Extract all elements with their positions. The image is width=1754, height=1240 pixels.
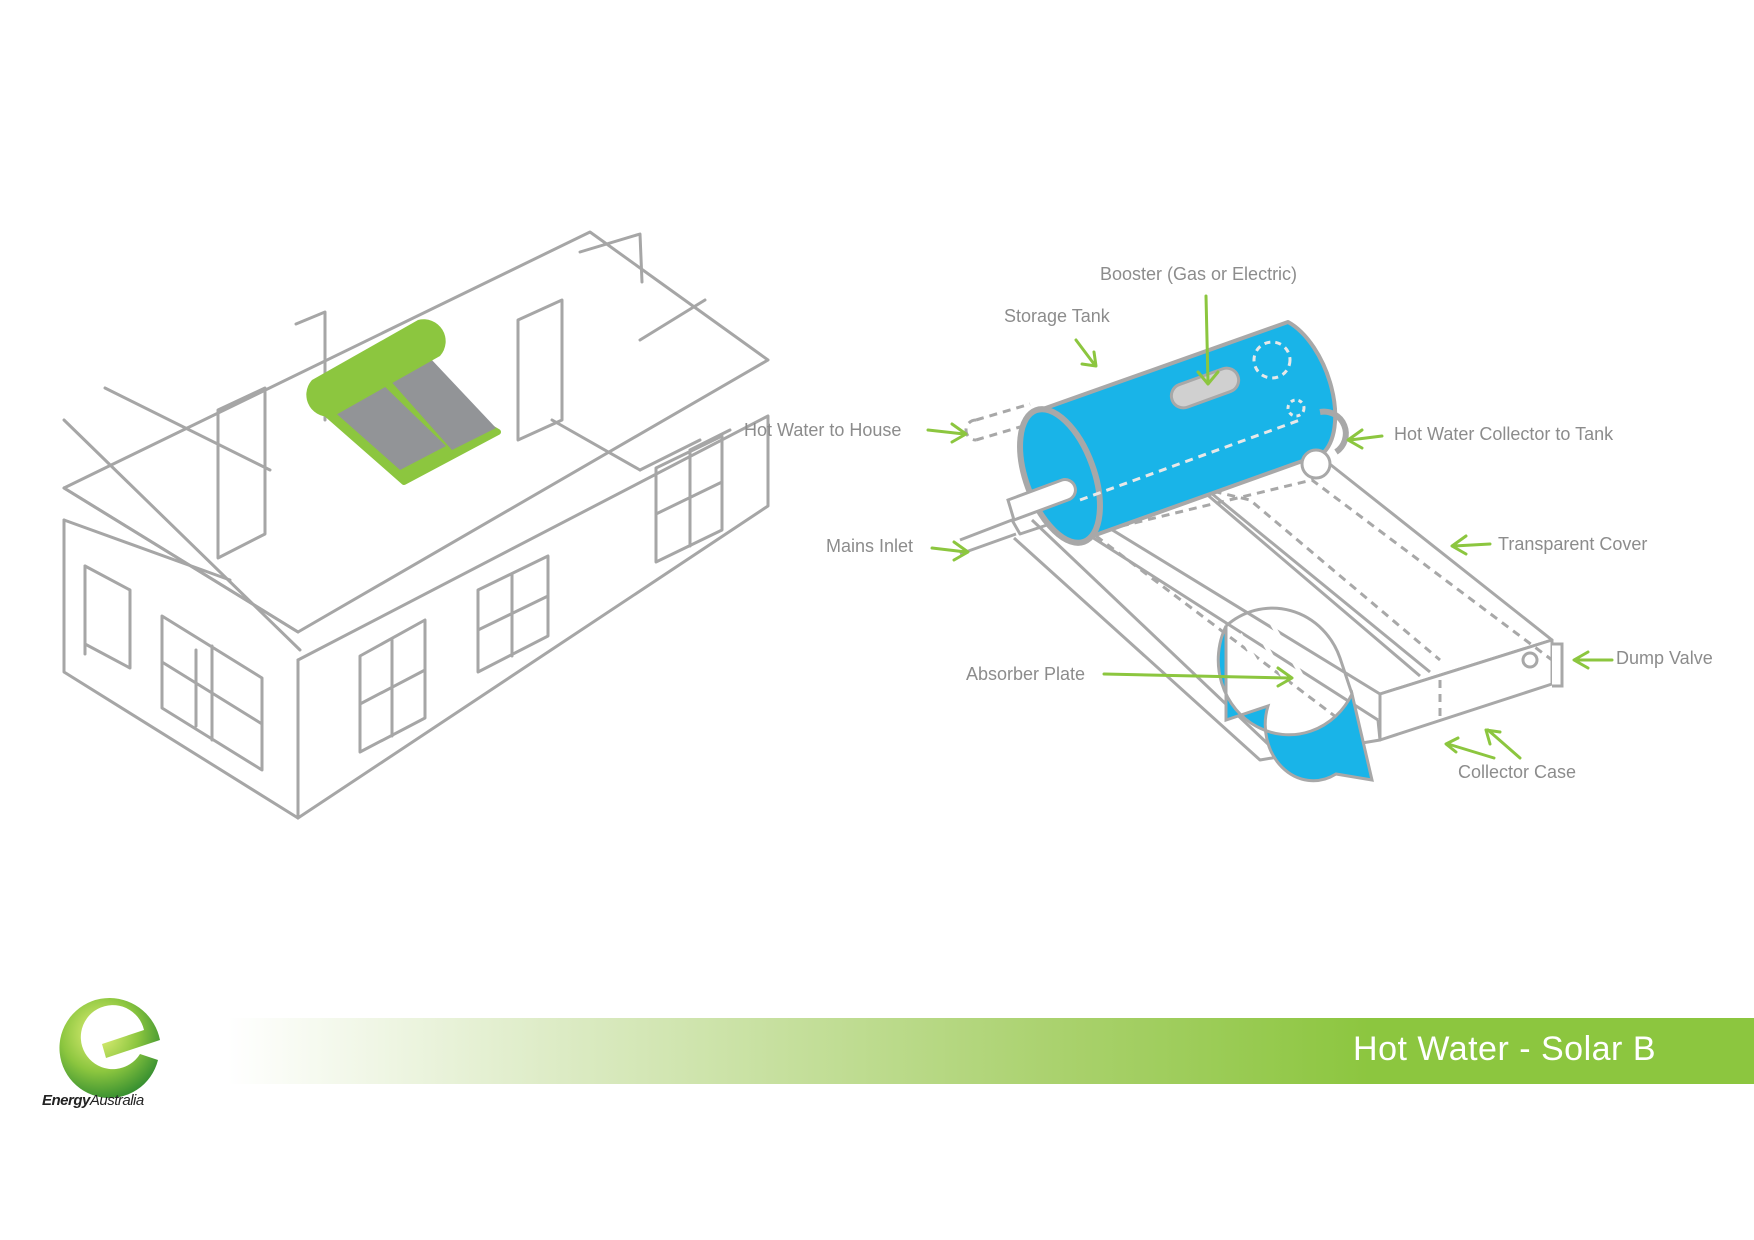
house-left-wall: [62, 518, 300, 820]
house-gable-line: [62, 418, 302, 652]
arrow-storage-tank: [1074, 338, 1098, 368]
arrow-booster: [1196, 294, 1220, 386]
brand-name-part2: Australia: [89, 1092, 144, 1109]
dump-valve: [1552, 642, 1564, 688]
label-hot-water-collector-to-tank: Hot Water Collector to Tank: [1394, 424, 1614, 444]
arrow-mains-inlet: [930, 540, 970, 562]
label-collector-case: Collector Case: [1458, 762, 1577, 782]
arrow-collector-case-2: [1484, 728, 1522, 760]
arrow-absorber-plate: [1102, 666, 1294, 688]
label-transparent-cover: Transparent Cover: [1498, 534, 1648, 554]
roof-solar-collector: [306, 319, 501, 485]
house-window-front-2: [476, 554, 550, 674]
collector-divider: [1189, 478, 1421, 678]
banner-title: Hot Water - Solar B: [1353, 1030, 1656, 1068]
roof-solar-tank: [306, 319, 446, 417]
energyaustralia-e-logo-icon: [59, 997, 160, 1098]
title-banner: Hot Water - Solar B: [228, 1018, 1754, 1084]
label-storage-tank: Storage Tank: [1004, 306, 1110, 326]
label-mains-inlet: Mains Inlet: [826, 536, 914, 556]
arrow-collector-case-1: [1444, 736, 1496, 760]
arrow-transparent-cover: [1450, 534, 1492, 556]
house-window-left-1: [83, 564, 132, 670]
roof-solar-panel-left: [330, 382, 446, 470]
label-absorber-plate: Absorber Plate: [966, 664, 1086, 684]
brand-name: EnergyAustralia: [42, 1092, 144, 1109]
house-window-front-3: [654, 434, 724, 564]
house-front-wall: [296, 414, 770, 820]
house-window-left-2: [160, 614, 264, 772]
arrow-collector-to-tank: [1346, 428, 1384, 450]
house-upper-box-mid: [516, 298, 564, 442]
label-hot-water-to-house: Hot Water to House: [744, 420, 902, 440]
absorber-plate: [1216, 606, 1374, 783]
house-upper-box-left: [216, 386, 267, 560]
label-dump-valve: Dump Valve: [1616, 648, 1713, 668]
brand-name-part1: Energy: [42, 1092, 90, 1109]
house-window-front-1: [358, 618, 427, 754]
roof-solar-panel-right: [388, 358, 496, 450]
collector-case-side: [1376, 694, 1382, 742]
arrow-dump-valve: [1572, 650, 1614, 670]
arrow-hot-water-to-house: [926, 422, 968, 444]
label-booster: Booster (Gas or Electric): [1100, 264, 1298, 284]
